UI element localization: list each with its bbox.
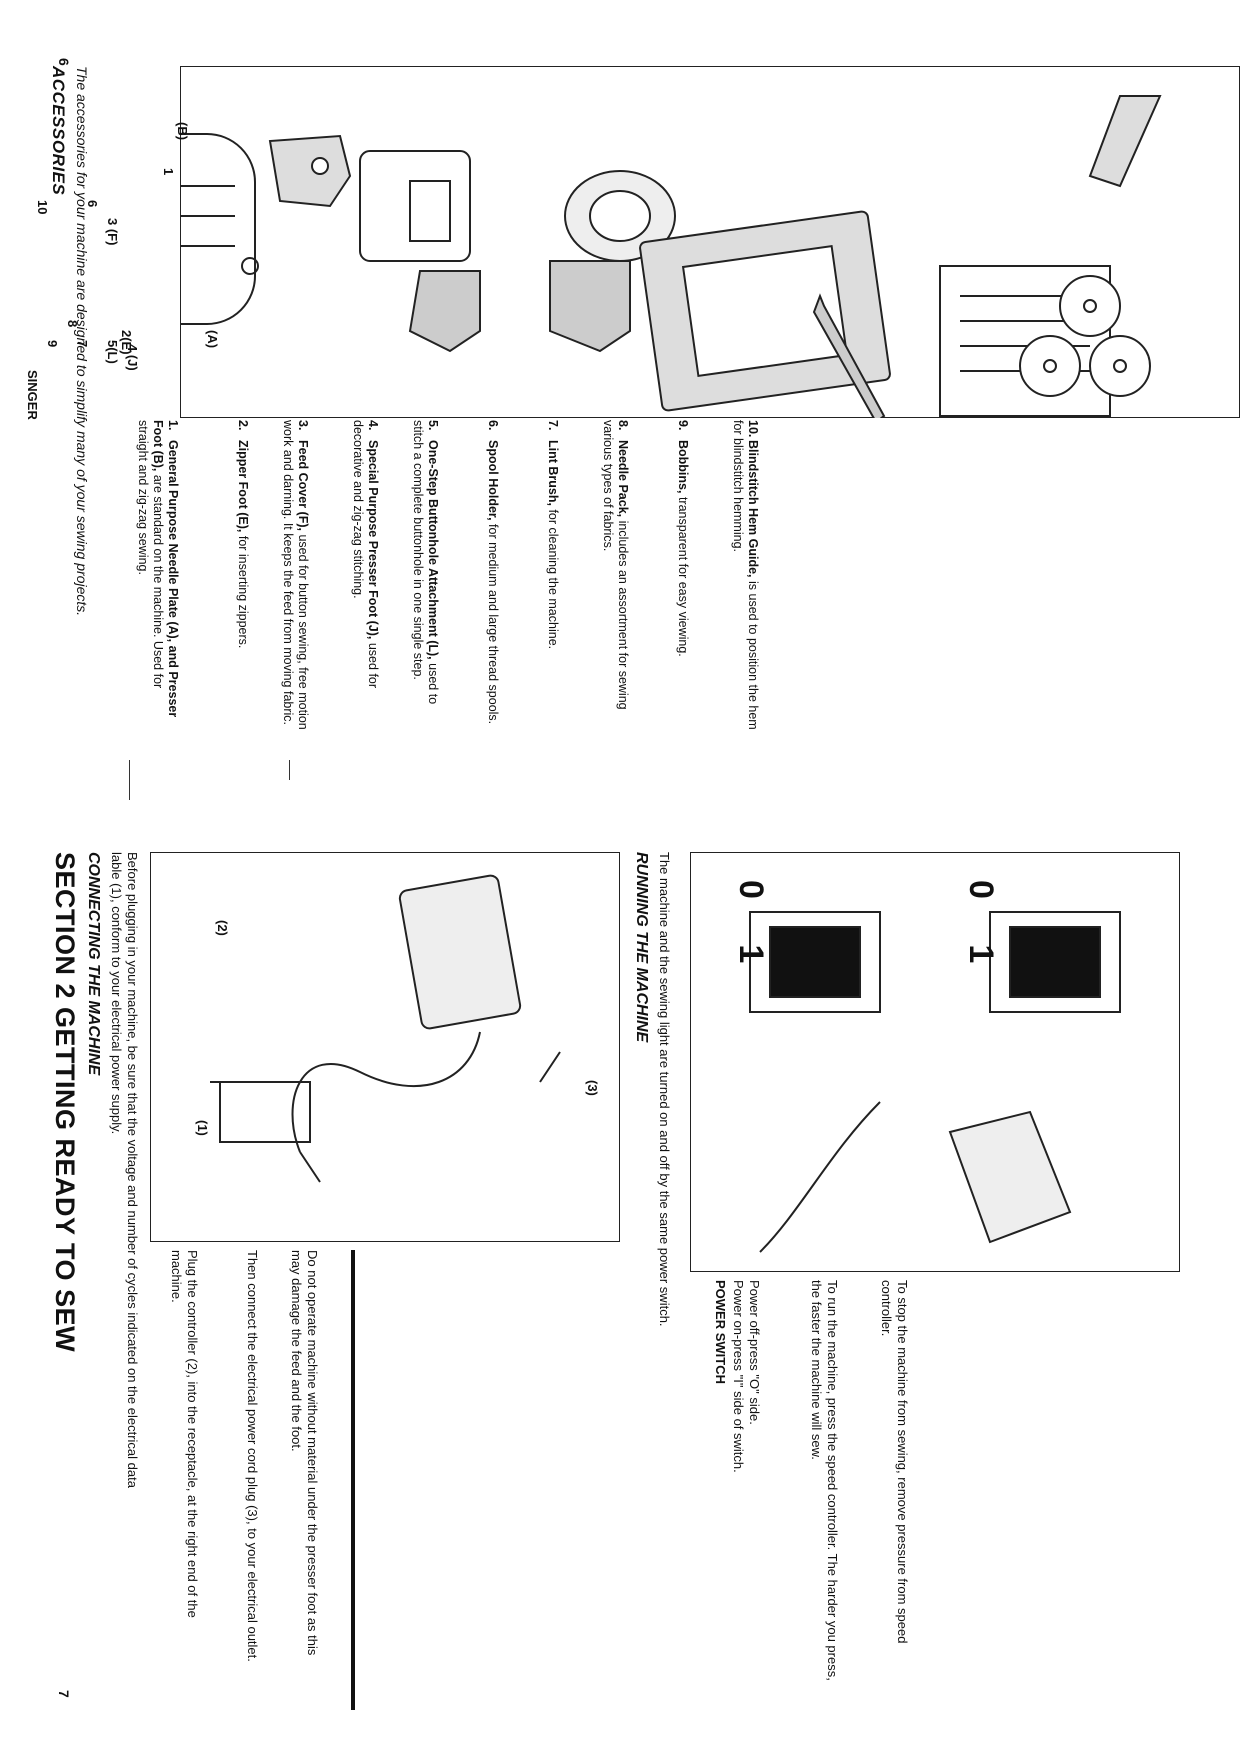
switch-label-left: 0 1: [732, 880, 770, 982]
fig-label-b: (B): [175, 122, 190, 141]
fig1-label-2: (2): [215, 920, 230, 936]
fig1-label-1: (1): [195, 1120, 210, 1136]
spool-holder: [564, 170, 676, 262]
accessories-illustration: [180, 95, 1162, 418]
accessories-list: 1.General Purpose Needle Plate (A), and …: [0, 420, 1240, 750]
fig-label-1: 1: [161, 168, 176, 176]
to-stop-text: To stop the machine from sewing, remove …: [879, 1280, 910, 1644]
warning-text: Do not operate machine without material …: [289, 1250, 320, 1656]
scan-mark: [129, 760, 130, 800]
running-illustration: [749, 911, 1121, 1253]
list-item: 7.Lint Brush, for cleaning the machine.: [546, 420, 560, 650]
power-on-text: Power on-press "I" side of switch.: [731, 1280, 746, 1473]
fig-label-5l: 5(L): [105, 340, 120, 364]
page-number-left: 6: [56, 58, 72, 66]
then-connect-text: Then connect the electrical power cord p…: [245, 1250, 260, 1662]
connecting-intro: Before plugging in your machine, be sure…: [109, 852, 140, 1488]
accessories-title: ACCESSORIES: [49, 66, 68, 196]
special-purpose-foot-j: [549, 260, 631, 353]
fig-label-7: 7: [75, 340, 90, 348]
list-item: 4.Special Purpose Presser Foot (J), used…: [351, 420, 380, 689]
list-item: 3.Feed Cover (F), used for button sewing…: [281, 420, 310, 730]
plug-controller-text: Plug the controller (2), into the recept…: [169, 1250, 200, 1618]
switch-label-right: 0 1: [962, 880, 1000, 982]
to-run-text: To run the machine, press the speed cont…: [809, 1280, 840, 1681]
running-title: RUNNING THE MACHINE: [633, 852, 650, 1043]
list-item: 5.One-Step Buttonhole Attachment (L), us…: [411, 420, 440, 705]
list-item: 9.Bobbins, transparent for easy viewing.: [676, 420, 690, 657]
list-item: 6.Spool Holder, for medium and large thr…: [486, 420, 500, 725]
power-off-text: Power off-press "O" side.: [747, 1280, 762, 1425]
scan-mark: [289, 760, 290, 780]
list-item: 10.Blindstitch Hem Guide, is used to pos…: [731, 420, 760, 730]
list-item: 8.Needle Pack, includes an assortment fo…: [601, 420, 630, 710]
fig-label-6: 6: [85, 200, 100, 208]
list-item: 2.Zipper Foot (E), for inserting zippers…: [236, 420, 250, 649]
needle-plate-a: [180, 133, 259, 325]
fig-label-9: 9: [45, 340, 60, 348]
running-intro: The machine and the sewing light are tur…: [657, 852, 672, 1327]
connecting-title: CONNECTING THE MACHINE: [85, 852, 102, 1076]
page-number-right: 7: [56, 1690, 72, 1698]
power-switch-title: POWER SWITCH: [713, 1280, 728, 1384]
presser-foot-b: [268, 134, 352, 208]
needle-pack-brand: SINGER: [25, 370, 40, 420]
list-item: 1.General Purpose Needle Plate (A), and …: [136, 420, 180, 718]
fig-label-4j: 4 (J): [125, 344, 140, 371]
fig-label-a: (A): [205, 330, 220, 349]
blindstitch-hem-guide: [1088, 95, 1162, 188]
connecting-illustration: [210, 874, 561, 1183]
fig-label-8: 8: [65, 320, 80, 328]
fig-label-3f: 3 (F): [105, 218, 120, 246]
divider-bar: [351, 1250, 355, 1710]
fig-label-10: 10: [35, 200, 50, 215]
feed-cover-f: [359, 150, 471, 262]
zipper-foot-e: [408, 270, 481, 353]
bobbins: [1019, 275, 1151, 397]
buttonhole-attachment-l: [639, 210, 891, 412]
fig1-label-3: (3): [585, 1080, 600, 1096]
lint-brush: [812, 293, 886, 418]
section-title: SECTION 2 GETTING READY TO SEW: [50, 852, 80, 1353]
